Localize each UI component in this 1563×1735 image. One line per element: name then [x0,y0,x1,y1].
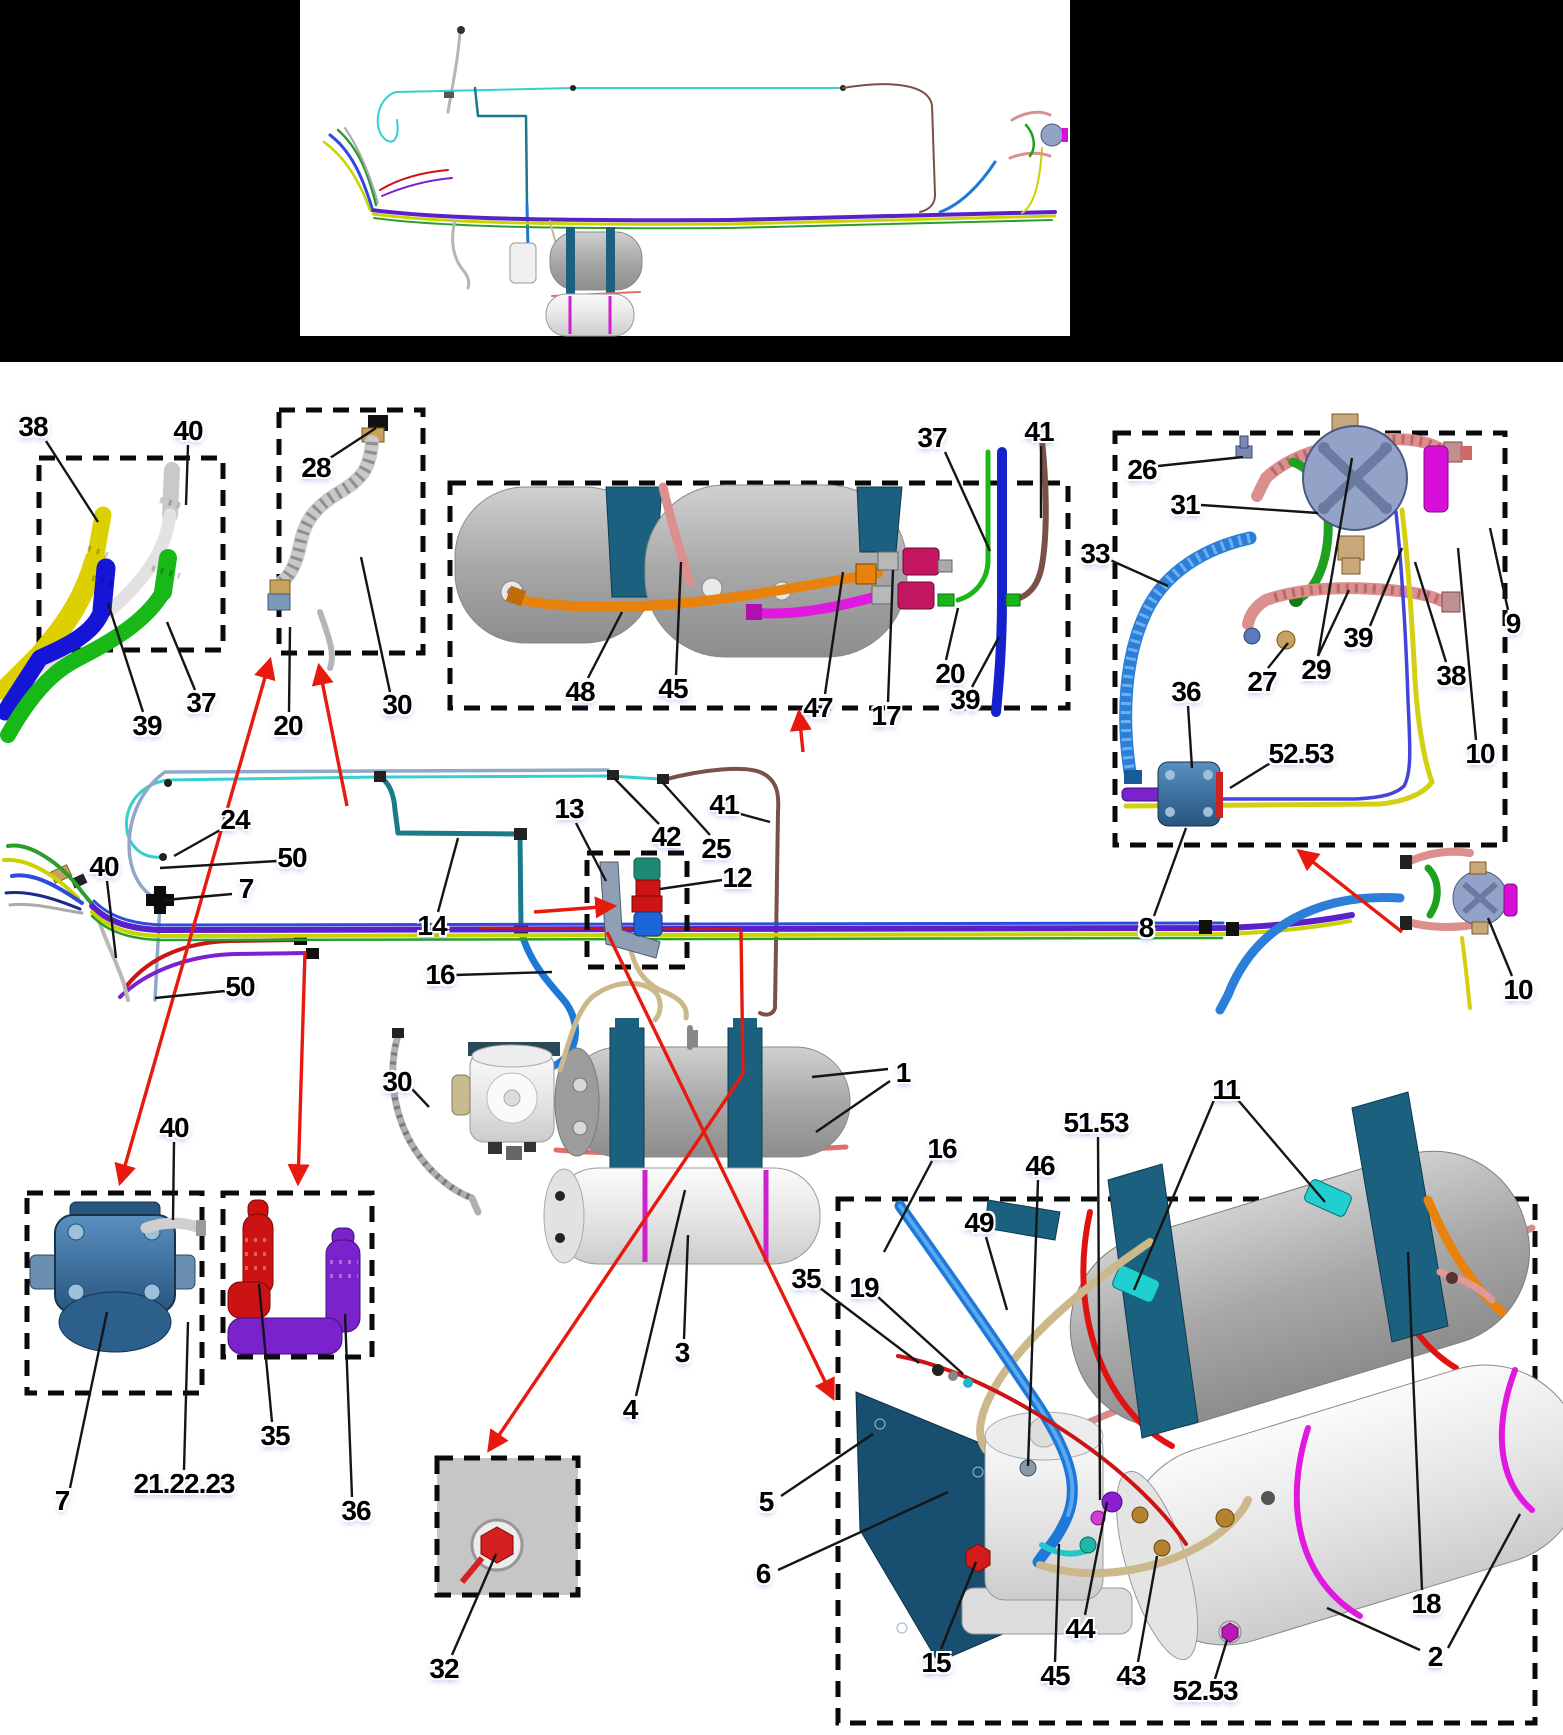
middle-tanks [451,980,851,1265]
leader-line-1 [811,1067,889,1079]
leader-line-17 [886,569,895,703]
leader-line-51.53 [1096,1136,1102,1501]
leader-line-43 [1136,1555,1159,1663]
red-arrow-3 [533,896,618,919]
leader-line-39 [970,636,1001,688]
leader-line-9 [1488,527,1510,611]
leader-line-47 [823,571,845,695]
leader-line-37 [165,621,197,691]
leader-line-1 [815,1080,891,1133]
leader-line-16 [882,1160,934,1253]
air-dryer [961,1411,1133,1635]
leader-line-7 [68,1311,109,1489]
red-arrow-5 [739,930,745,1075]
leader-line-37 [943,451,992,552]
leader-line-28 [329,426,377,460]
leader-line-40 [184,444,190,506]
leader-line-20 [287,626,292,713]
red-arrow-4 [789,708,812,753]
leader-line-19 [877,1296,964,1375]
leader-line-2 [1326,1606,1421,1652]
leader-line-24 [173,827,223,858]
four-way-valve [1302,413,1449,575]
red-arrow-2 [287,951,310,1187]
leader-line-29 [1316,589,1351,657]
leader-line-layer [44,426,1522,1680]
leader-line-36 [1186,705,1194,769]
leader-line-45 [1053,1543,1061,1663]
leader-line-27 [1267,642,1289,669]
leader-line-12 [659,878,723,891]
leader-line-35 [257,1283,274,1423]
leader-line-20 [944,607,960,661]
detail-box-flex-hose [267,407,426,671]
leader-line-3 [682,1234,690,1340]
leader-line-18 [1406,1251,1424,1591]
leader-line-41 [736,811,771,824]
detail-box-bracket-fitting [584,850,690,970]
leader-line-14 [436,837,460,913]
leader-line-40 [171,1141,176,1221]
leader-line-15 [939,1561,978,1650]
leader-line-5 [780,1433,874,1497]
leader-line-46 [1026,1179,1040,1467]
leader-line-26 [1157,455,1244,468]
leader-line-38 [44,440,100,523]
leader-line-25 [662,782,711,836]
leader-line-2 [1446,1513,1522,1649]
red-arrow-6 [487,1073,745,1453]
leader-line-39 [106,602,145,713]
leader-line-36 [343,1313,354,1498]
leader-line-40 [105,880,118,959]
leader-line-10 [1456,547,1478,741]
detail-box-valve-circuit [1112,413,1508,848]
leader-line-30 [411,1088,430,1108]
detail-box-elbow-pair [220,1190,375,1360]
leader-line-44 [1083,1501,1109,1616]
red-arrow-8 [1296,848,1404,934]
leader-line-30 [359,556,392,693]
mini-valve-assembly [1215,847,1518,1015]
leader-line-6 [777,1490,949,1572]
leader-line-29 [1316,457,1354,657]
leader-line-35 [819,1287,920,1364]
red-arrow-1 [311,662,349,807]
leader-line-52.53 [1229,760,1273,790]
leader-line-42 [613,777,660,825]
leader-line-7 [164,892,233,902]
leader-line-32 [450,1553,498,1656]
leader-line-52.53 [1213,1639,1229,1680]
leader-line-50 [154,989,226,1000]
leader-line-16 [454,970,553,977]
detail-box-drain-valve [434,1455,581,1598]
leader-line-31 [1200,503,1319,515]
leader-line-39 [1368,547,1404,627]
leader-line-10 [1486,917,1514,977]
leader-line-38 [1413,561,1448,663]
leader-line-11 [1237,1099,1326,1203]
leader-line-33 [1109,558,1169,588]
detail-box-air-dryer-tanks [835,1091,1563,1726]
detail-box-elbows-harness-end [0,455,226,889]
overview-minimap [300,0,1070,337]
detail-box-tank-fittings [447,437,1071,717]
leader-line-13 [574,822,608,882]
leader-line-45 [674,561,683,676]
detail-box-filter-pump [24,1190,206,1396]
leader-line-49 [984,1236,1009,1311]
governor-pump [1121,761,1223,827]
red-arrow-0 [114,656,276,1187]
leader-line-50 [159,859,278,870]
red-arrow-layer [114,656,1404,1453]
red-arrow-7 [605,931,835,1401]
leader-line-11 [1132,1099,1216,1291]
leader-line-48 [586,611,624,679]
leader-line-21.22.23 [182,1321,190,1471]
leader-line-4 [634,1189,687,1397]
leader-line-8 [1152,827,1188,917]
